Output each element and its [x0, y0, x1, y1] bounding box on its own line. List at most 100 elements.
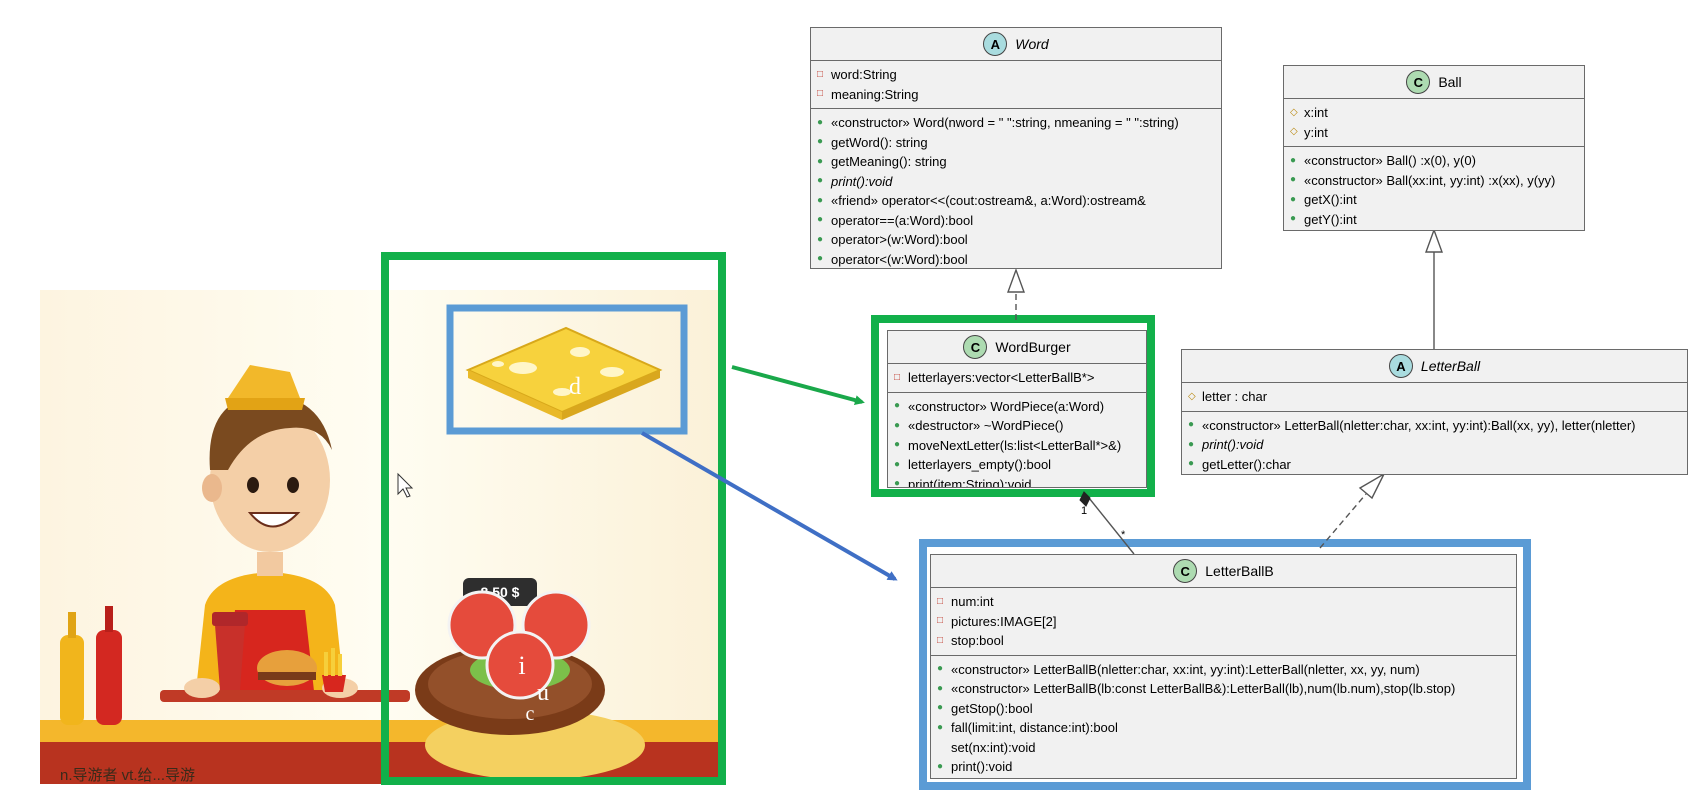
attributes-section: ◇x:int ◇y:int: [1284, 99, 1584, 146]
public-dot-icon: ●: [937, 702, 944, 714]
methods-section: ●«constructor» LetterBallB(nletter:char,…: [931, 654, 1516, 781]
method-row: ●operator==(a:Word):bool: [817, 212, 974, 228]
class-header: A Word: [811, 28, 1221, 61]
class-badge-icon: C: [1173, 559, 1198, 583]
composition-diamond: [1079, 491, 1091, 507]
abstract-badge-icon: A: [1388, 354, 1413, 378]
method-row: ●print(item:String):void: [894, 476, 1032, 488]
class-name: WordBurger: [995, 339, 1071, 355]
uml-class-ball: C Ball ◇x:int ◇y:int ●«constructor» Ball…: [1283, 65, 1585, 231]
public-dot-icon: ●: [894, 478, 901, 488]
burger-letter-1: u: [537, 680, 549, 706]
class-badge-icon: C: [1406, 70, 1431, 94]
composition-line: [1088, 497, 1135, 555]
method-row: ●«destructor» ~WordPiece(): [894, 418, 1064, 434]
method-row: ●«constructor» LetterBallB(lb:const Lett…: [937, 681, 1456, 697]
blue-frame-letterballb: [919, 539, 1531, 790]
class-header: C LetterBallB: [931, 555, 1516, 588]
green-arrow: [731, 365, 865, 406]
private-square-icon: □: [937, 595, 944, 607]
private-square-icon: □: [937, 634, 944, 646]
class-name: Word: [1015, 36, 1049, 52]
public-dot-icon: ●: [1290, 174, 1297, 186]
mouse-cursor-icon: [397, 472, 414, 498]
generalization-head-ball: [1425, 227, 1443, 253]
attribute-row: □meaning:String: [817, 86, 919, 102]
private-square-icon: □: [894, 371, 901, 383]
method-row: ●«friend» operator<<(cout:ostream&, a:Wo…: [817, 193, 1146, 209]
uml-class-wordburger: C WordBurger □letterlayers:vector<Letter…: [887, 330, 1147, 488]
multiplicity-one: 1: [1081, 505, 1088, 517]
public-dot-icon: ●: [817, 194, 824, 206]
method-row: ●getWord(): string: [817, 134, 928, 150]
attributes-section: □word:String □meaning:String: [811, 61, 1221, 108]
attribute-row: ◇x:int: [1290, 105, 1328, 121]
methods-section: ●«constructor» WordPiece(a:Word) ●«destr…: [888, 391, 1146, 488]
method-row: ●getLetter():char: [1188, 456, 1291, 472]
public-dot-icon: ●: [817, 214, 824, 226]
game-screenshot: 8,50 $ i u c d: [40, 290, 720, 784]
burger-letter-0: i: [518, 651, 525, 680]
protected-diamond-icon: ◇: [1290, 106, 1298, 118]
method-row: ●getY():int: [1290, 211, 1357, 227]
methods-section: ●«constructor» LetterBall(nletter:char, …: [1182, 410, 1687, 479]
class-header: C Ball: [1284, 66, 1584, 99]
uml-class-letterball: A LetterBall ◇letter : char ●«constructo…: [1181, 349, 1688, 475]
protected-diamond-icon: ◇: [1290, 126, 1298, 138]
method-row: ●moveNextLetter(ls:list<LetterBall*>&): [894, 437, 1122, 453]
private-square-icon: □: [937, 615, 944, 627]
private-square-icon: □: [817, 68, 824, 80]
attribute-row: □stop:bool: [937, 633, 1004, 649]
burger-stack: i u c: [415, 590, 645, 780]
method-row: ●getStop():bool: [937, 700, 1033, 716]
realization-head-word: [1007, 267, 1025, 293]
class-header: A LetterBall: [1182, 350, 1687, 383]
public-dot-icon: ●: [1290, 193, 1297, 205]
method-row: ●«constructor» LetterBallB(nletter:char,…: [937, 661, 1420, 677]
method-row: ●«constructor» WordPiece(a:Word): [894, 398, 1105, 414]
public-dot-icon: ●: [937, 721, 944, 733]
public-dot-icon: ●: [894, 419, 901, 431]
green-frame-game: [381, 252, 726, 785]
public-dot-icon: ●: [817, 116, 824, 128]
method-row: ●getX():int: [1290, 192, 1357, 208]
method-row: ●print():void: [817, 173, 893, 189]
uml-class-letterballb: C LetterBallB □num:int □pictures:IMAGE[2…: [930, 554, 1517, 779]
public-dot-icon: ●: [817, 175, 824, 187]
uml-relationships: [1007, 227, 1443, 555]
public-dot-icon: ●: [817, 155, 824, 167]
game-caption: n.导游者 vt.给...导游: [60, 767, 196, 784]
abstract-badge-icon: A: [983, 32, 1008, 56]
multiplicity-many: *: [1121, 529, 1126, 541]
method-row: set(nx:int):void: [951, 739, 1036, 755]
public-dot-icon: ●: [937, 682, 944, 694]
cheese-slice: d: [465, 326, 663, 420]
public-dot-icon: ●: [1290, 213, 1297, 225]
class-name: LetterBallB: [1205, 563, 1274, 579]
method-row: ●«constructor» Ball() :x(0), y(0): [1290, 153, 1476, 169]
public-dot-icon: ●: [1290, 154, 1297, 166]
method-row: ●getMeaning(): string: [817, 154, 947, 170]
sauce-bottles: [60, 606, 122, 725]
attribute-row: ◇y:int: [1290, 124, 1328, 140]
method-row: ●print():void: [937, 759, 1013, 775]
realization-letterballb-letterball: [1319, 493, 1367, 549]
green-frame-wordburger: [871, 315, 1155, 497]
attribute-row: □pictures:IMAGE[2]: [937, 613, 1057, 629]
method-row: ●operator>(w:Word):bool: [817, 232, 968, 248]
method-row: ●letterlayers_empty():bool: [894, 457, 1052, 473]
private-square-icon: □: [817, 88, 824, 100]
attribute-row: ◇letter : char: [1188, 389, 1268, 405]
attribute-row: □word:String: [817, 67, 897, 83]
attribute-row: □letterlayers:vector<LetterBallB*>: [894, 370, 1095, 386]
realization-head-letterball: [1358, 472, 1386, 500]
public-dot-icon: ●: [1188, 419, 1195, 431]
public-dot-icon: ●: [937, 663, 944, 675]
class-header: C WordBurger: [888, 331, 1146, 364]
public-dot-icon: ●: [817, 253, 824, 265]
uml-class-word: A Word □word:String □meaning:String ●«co…: [810, 27, 1222, 269]
class-name: Ball: [1438, 74, 1462, 90]
public-dot-icon: ●: [1188, 438, 1195, 450]
burger-letter-2: c: [526, 703, 535, 725]
chef-character: [160, 365, 410, 702]
